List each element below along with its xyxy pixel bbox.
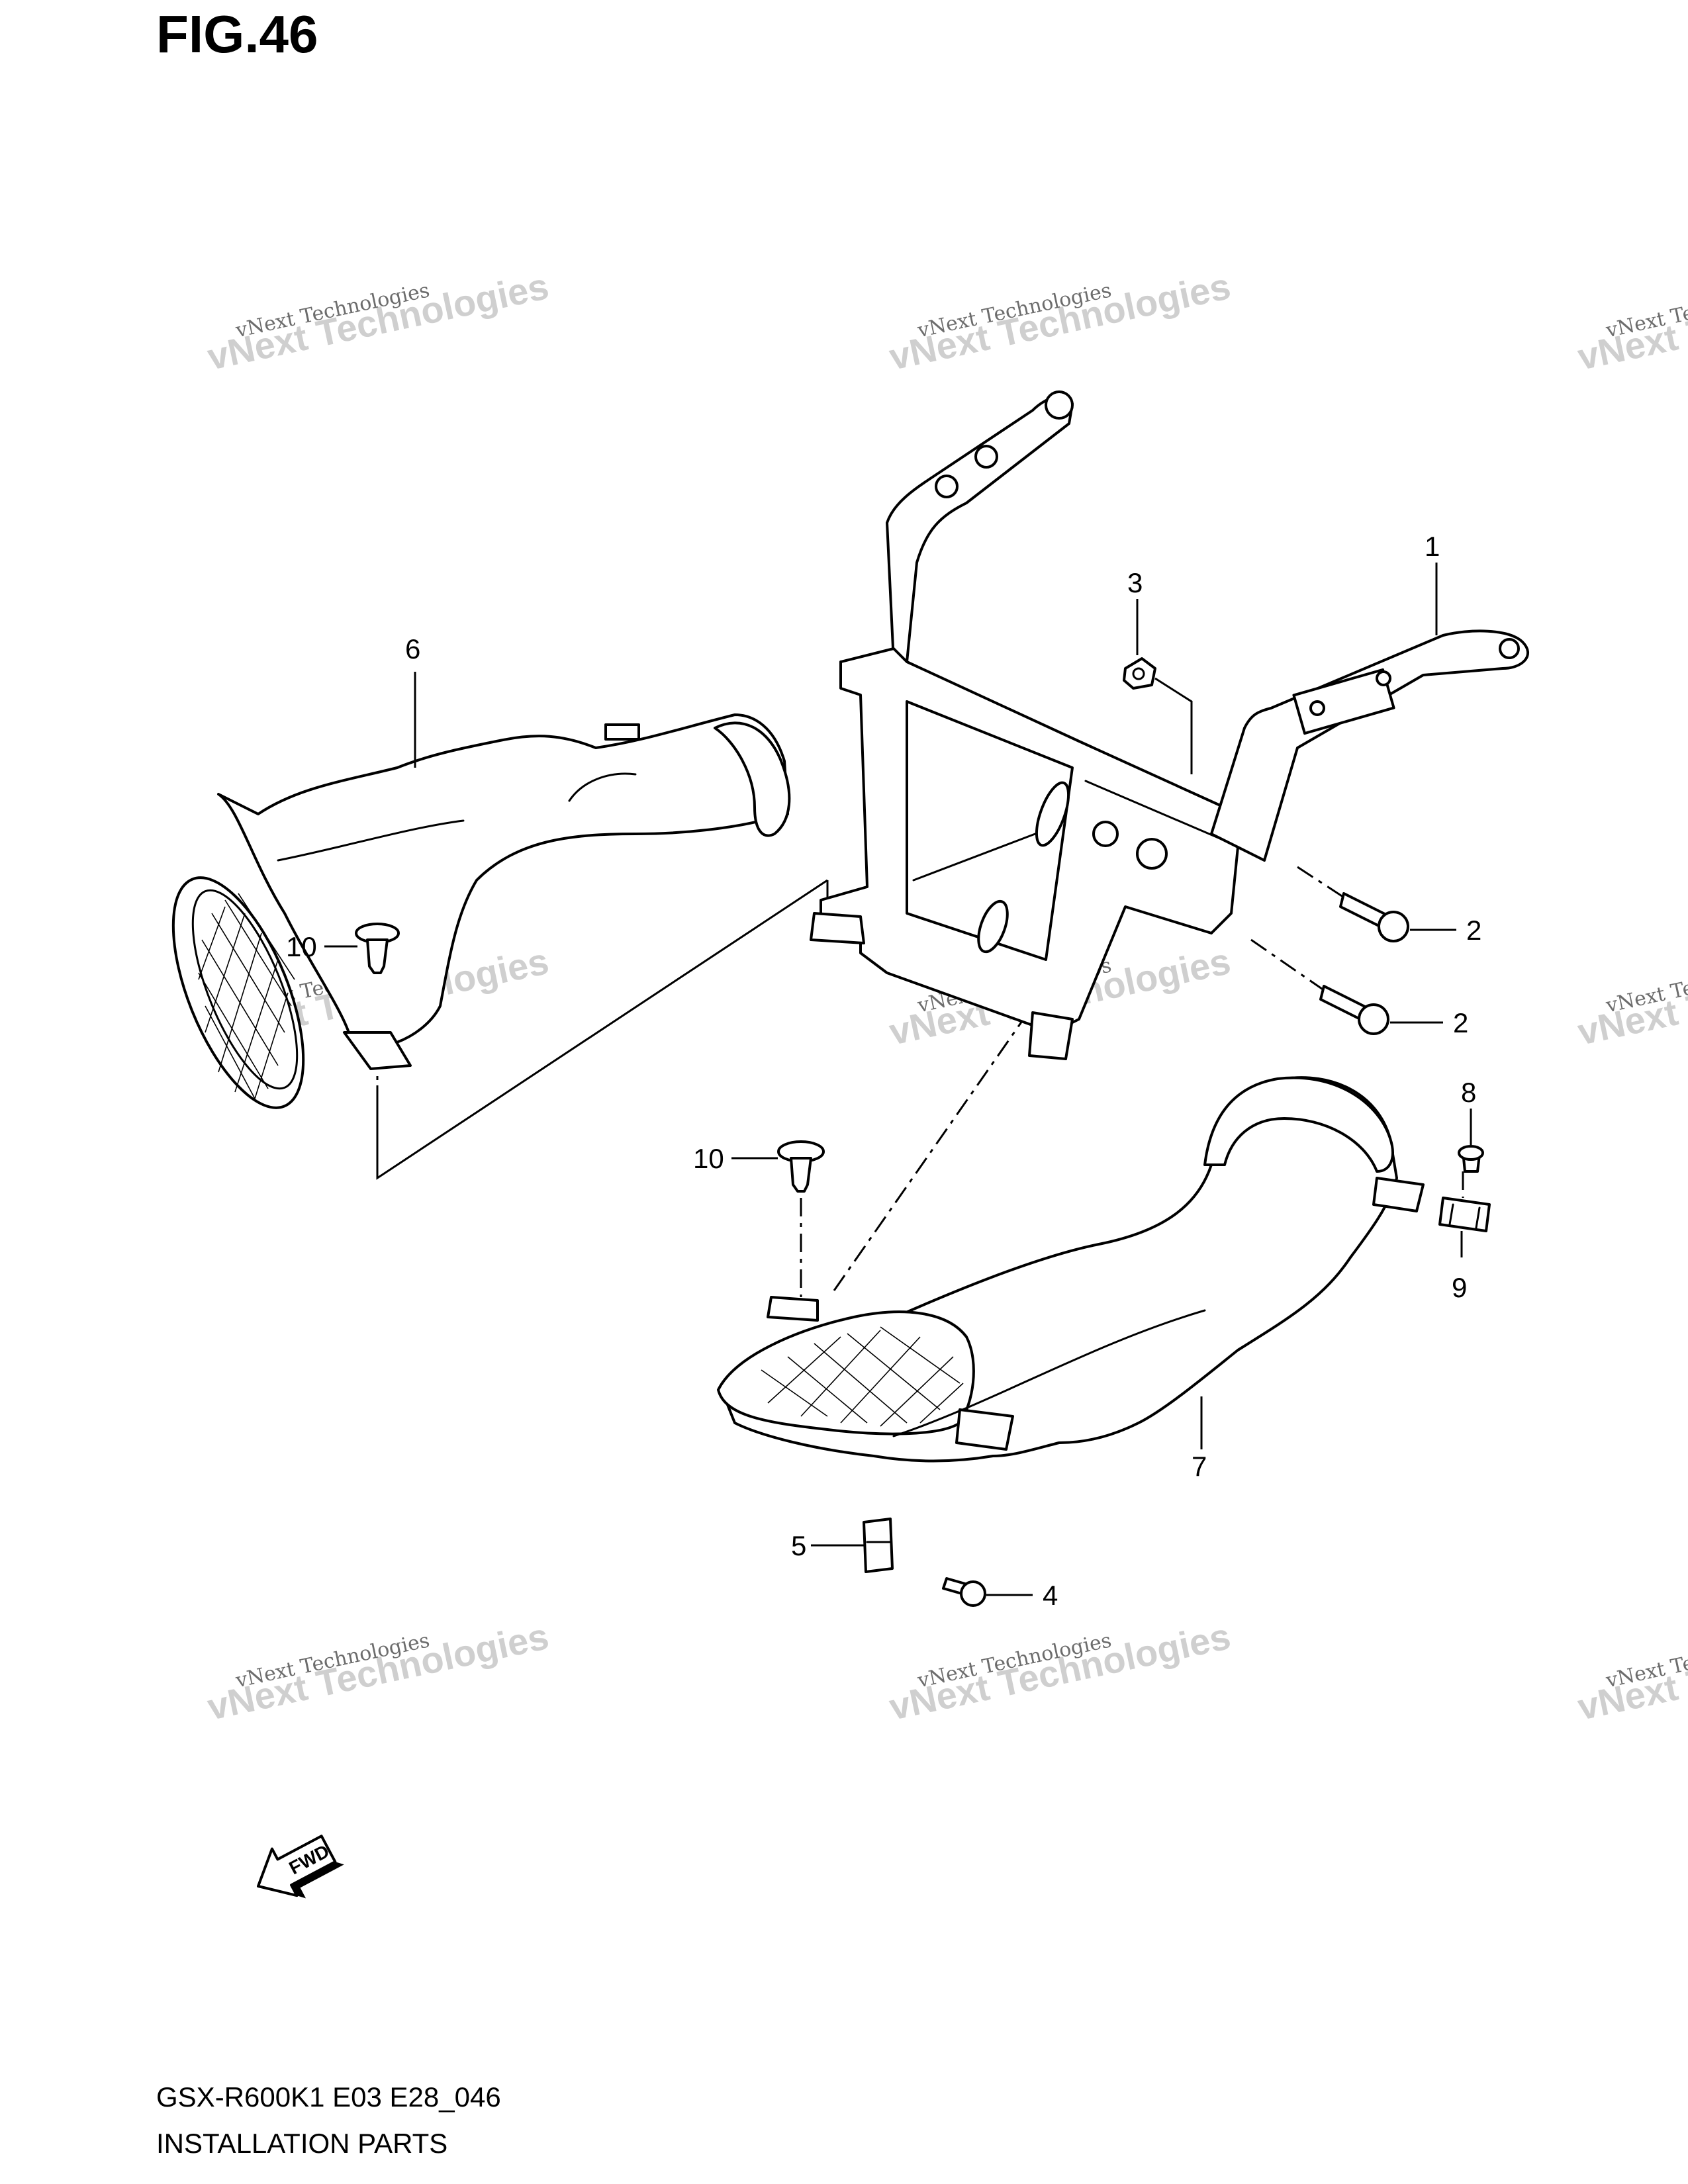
duct-intake-rim	[717, 1310, 975, 1435]
part-7-air-duct	[717, 1076, 1425, 1463]
bracket-plate	[1292, 668, 1395, 735]
bracket-cross-member	[1084, 780, 1226, 842]
duct-outlet-flange	[714, 721, 791, 837]
part-10-clip	[777, 1140, 825, 1193]
callout-6: 6	[405, 633, 420, 664]
duct-intake-mesh	[198, 893, 295, 1099]
duct-crease	[892, 1309, 1206, 1437]
diagram-code: GSX-R600K1 E03 E28_046	[156, 2081, 501, 2113]
part-2-bolt	[1339, 892, 1409, 942]
bracket-foot	[1028, 1011, 1074, 1060]
bracket-cross-member	[912, 826, 1054, 882]
bracket-hole	[1136, 838, 1168, 870]
callout-10: 10	[693, 1143, 724, 1174]
part-6-air-duct	[171, 713, 791, 1109]
part-9-clip-nut	[1438, 1197, 1491, 1232]
watermark: vNext Technologies vNext Technologies	[204, 265, 553, 378]
watermark: vNext Technologies vNext Technologies	[886, 265, 1235, 378]
watermark: vNext Technologies vNext Technologies	[1574, 265, 1688, 378]
bracket-foot	[810, 912, 865, 944]
part-4-screw	[942, 1577, 986, 1607]
assembly-line	[376, 879, 828, 1180]
callout-4: 4	[1043, 1580, 1058, 1611]
bracket-slot	[977, 899, 1009, 954]
bracket-inner-cutout	[906, 700, 1074, 961]
duct-body	[217, 713, 789, 1048]
callout-8: 8	[1461, 1077, 1476, 1108]
part-1-bracket	[810, 390, 1529, 1060]
duct-lower-tab	[955, 1408, 1014, 1451]
bracket-right-arm	[1210, 629, 1529, 862]
diagram-name: INSTALLATION PARTS	[156, 2128, 448, 2159]
callout-2: 2	[1466, 915, 1481, 946]
part-10-clip	[355, 923, 400, 974]
duct-top-tab	[604, 723, 640, 741]
bracket-bolt-hole	[1309, 700, 1325, 716]
bracket-boss	[974, 445, 998, 469]
duct-intake-rim	[171, 876, 305, 1109]
duct-outlet-flange	[1203, 1076, 1394, 1173]
bracket-end-eye	[1499, 638, 1520, 659]
assembly-line	[833, 1005, 1034, 1291]
watermark: vNext Technologies vNext Technologies	[1574, 940, 1688, 1053]
callouts: 1 2 2 3 4 5 6 7 8 9 10 10	[286, 531, 1481, 1611]
duct-intake-mesh	[761, 1326, 964, 1427]
part-2-bolt	[1319, 985, 1389, 1035]
callout-3: 3	[1127, 567, 1143, 598]
callout-1: 1	[1425, 531, 1440, 562]
bracket-upper-arm	[886, 395, 1074, 663]
fwd-arrow-icon: FWD	[257, 1835, 344, 1899]
callout-7: 7	[1192, 1451, 1207, 1482]
bracket-boss	[935, 475, 959, 498]
watermark: vNext Technologies vNext Technologies	[886, 1615, 1235, 1728]
duct-crease	[277, 819, 465, 862]
watermark: vNext Technologies vNext Technologies	[204, 1615, 553, 1728]
bracket-slot	[1035, 781, 1070, 847]
part-3-nut	[1123, 657, 1193, 774]
bracket-boss	[1045, 390, 1074, 420]
callout-9: 9	[1452, 1272, 1467, 1303]
callout-2: 2	[1453, 1007, 1468, 1038]
duct-crease	[568, 772, 637, 802]
duct-mount-tab	[767, 1296, 819, 1322]
bracket-hole	[1092, 821, 1119, 847]
bracket-bolt-hole	[1376, 670, 1391, 686]
duct-side-tab	[1372, 1177, 1425, 1212]
callout-10: 10	[286, 931, 317, 962]
watermark: vNext Technologies vNext Technologies	[1574, 1615, 1688, 1728]
callout-5: 5	[791, 1530, 806, 1561]
duct-mount-tab	[343, 1031, 412, 1070]
part-8-screw	[1458, 1145, 1484, 1173]
duct-intake-inner	[191, 889, 299, 1090]
figure-title: FIG.46	[156, 5, 318, 64]
part-5-clip-nut	[863, 1518, 894, 1573]
